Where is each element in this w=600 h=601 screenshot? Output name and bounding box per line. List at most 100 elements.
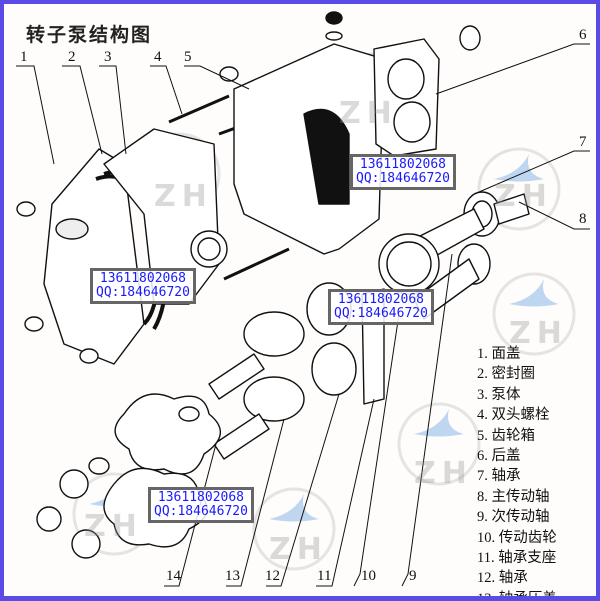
legend-label: 泵体 [491,386,521,403]
leader-line-7 [478,150,590,193]
callout-6: 6 [579,27,587,43]
callout-7: 7 [579,134,587,150]
legend-number: 11. [477,550,499,567]
watermark-phone: 13611802068 [359,157,446,172]
legend-item: 10. 传动齿轮 [477,528,586,548]
legend-label: 双头螺栓 [491,407,550,424]
nut-part [36,506,62,532]
legend-number: 10. [477,529,499,546]
acorn-nut-part [79,348,99,364]
legend-item: 9. 次传动轴 [477,507,586,527]
legend-label: 轴承支座 [498,550,557,567]
zh-logo-text: ZH [494,179,553,214]
contact-watermark: 13611802068 QQ:184646720 [148,487,254,523]
bearing-part [311,342,357,396]
legend-number: 9. [477,509,492,526]
zh-logo-text: ZH [509,316,568,351]
watermark-qq: QQ:184646720 [154,504,248,519]
legend-number: 6. [477,448,492,465]
front-cover-part [43,148,145,365]
bird-icon [509,279,559,307]
callout-10: 10 [361,568,376,584]
callout-12: 12 [265,568,280,584]
legend-item: 8. 主传动轴 [477,487,586,507]
acorn-nut-part [16,201,36,217]
legend-number: 4. [477,407,492,424]
rear-cover-hole [387,58,425,100]
legend-item: 11. 轴承支座 [477,548,586,568]
contact-watermark: 13611802068 QQ:184646720 [350,154,456,190]
callout-5: 5 [184,49,192,65]
legend-item: 13. 轴承压盖 [477,589,586,601]
stud-bolt-part [168,94,230,124]
bearing-cover-part [243,311,305,357]
zh-logo-text: ZH [84,509,143,544]
plug-part [325,11,343,25]
logo-circle [492,272,576,356]
o-ring-part [88,457,110,475]
legend-label: 密封圈 [491,366,536,383]
callout-2: 2 [68,49,76,65]
shaft-sleeve [208,353,265,400]
leader-line-9 [401,253,453,587]
cover-handle [55,218,89,240]
bearing-cover-part [243,376,305,422]
gearbox-opening [303,108,350,205]
legend-number: 12. [477,570,499,587]
zh-logo-text: ZH [414,456,473,491]
legend-number: 5. [477,427,492,444]
watermark-qq: QQ:184646720 [96,285,190,300]
legend-number: 1. [477,346,492,362]
gearbox-part [233,43,385,255]
o-ring-part [178,406,200,422]
leader-lines [16,43,590,587]
legend-label: 主传动轴 [491,488,550,505]
legend-number: 13. [477,590,499,601]
callout-4: 4 [154,49,162,65]
legend-label: 齿轮箱 [491,427,536,444]
legend-item: 3. 泵体 [477,385,586,405]
callout-11: 11 [317,568,332,584]
legend-number: 3. [477,386,492,403]
legend-item: 2. 密封圈 [477,364,586,384]
bird-icon [269,494,319,522]
stud-bolt-part [223,247,290,281]
oil-seal-part [459,25,481,51]
legend-item: 1. 面盖 [477,344,586,364]
legend-label: 轴承 [498,570,528,587]
leader-line-13 [226,418,285,587]
watermark-phone: 13611802068 [99,271,186,286]
legend-item: 6. 后盖 [477,446,586,466]
legend-number: 8. [477,488,492,505]
callout-1: 1 [20,49,28,65]
leader-line-12 [266,393,340,587]
logo-circle [252,487,336,571]
logo-circle [477,147,561,231]
zh-logo-text: ZH [154,179,213,214]
legend-item: 12. 轴承 [477,568,586,588]
contact-watermark: 13611802068 QQ:184646720 [90,268,196,304]
legend-label: 后盖 [491,448,521,465]
zh-logo-text: ZH [339,96,398,131]
contact-watermark: 13611802068 QQ:184646720 [328,289,434,325]
legend-item: 7. 轴承 [477,466,586,486]
callout-3: 3 [104,49,112,65]
leader-line-10 [353,313,400,587]
shaft-sleeve [213,413,270,460]
leader-line-2 [62,65,103,155]
washer-part [325,31,343,41]
watermark-phone: 13611802068 [337,292,424,307]
main-shaft-end [493,193,530,225]
callout-14: 14 [166,568,181,584]
legend-number: 2. [477,366,492,383]
pump-port-inner [197,237,221,261]
legend-label: 轴承 [491,468,521,485]
watermark-qq: QQ:184646720 [356,171,450,186]
callout-9: 9 [409,568,417,584]
legend-item: 4. 双头螺栓 [477,405,586,425]
acorn-nut-part [24,316,44,332]
legend-item: 5. 齿轮箱 [477,426,586,446]
leader-line-11 [316,398,375,587]
